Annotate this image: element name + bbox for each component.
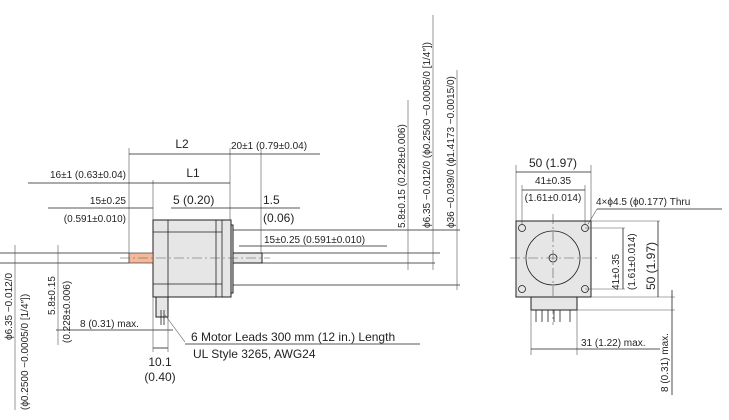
dim-shaft-rear-in: (ϕ0.2500 −0.0005/0 [1/4″]) xyxy=(20,294,31,410)
dim-15-rear-mm: 15±0.25 xyxy=(90,196,127,207)
dim-shaft-front: ϕ6.35 −0.012/0 (ϕ0.2500 −0.0005/0 [1/4″]… xyxy=(422,42,433,228)
front-view xyxy=(510,165,722,395)
dim-5: 5 (0.20) xyxy=(173,193,214,207)
dim-v-pitch-in: (1.61±0.014) xyxy=(627,233,638,290)
dim-hole-pitch-mm: 41±0.35 xyxy=(535,176,572,187)
dim-1-5-mm: 1.5 xyxy=(263,193,280,207)
dim-shaft-rear-mm: ϕ6.35 −0.012/0 xyxy=(4,273,15,340)
dim-15-front: 15±0.25 (0.591±0.010) xyxy=(264,235,365,246)
dim-hole-pitch-in: (1.61±0.014) xyxy=(525,193,582,204)
dim-height: 50 (1.97) xyxy=(644,242,658,290)
flange-square xyxy=(515,220,592,298)
dim-pilot: ϕ36 −0.039/0 (ϕ1.4173 −0.0015/0) xyxy=(446,76,457,228)
leads-note-line1: 6 Motor Leads 300 mm (12 in.) Length xyxy=(191,330,395,344)
dim-lead-width-mm: 10.1 xyxy=(148,355,172,369)
dim-width: 50 (1.97) xyxy=(529,156,577,170)
leads-note-line2: UL Style 3265, AWG24 xyxy=(193,347,316,361)
dim-flat-rear-mm: 5.8±0.15 xyxy=(47,276,58,315)
dim-lead-box: 8 (0.31) max. xyxy=(80,319,139,330)
motor-body xyxy=(152,219,232,298)
side-view xyxy=(0,15,460,410)
dim-L1: L1 xyxy=(186,166,200,180)
dim-1-5-in: (0.06) xyxy=(263,211,294,225)
dim-15-rear-in: (0.591±0.010) xyxy=(64,214,126,225)
dim-v-pitch-mm: 41±0.35 xyxy=(611,253,622,290)
lead-box xyxy=(155,296,169,318)
dim-flat-rear-in: (0.228±0.006) xyxy=(62,281,73,343)
connector xyxy=(530,296,578,311)
dim-16: 16±1 (0.63±0.04) xyxy=(50,170,126,181)
dim-connector: 31 (1.22) max. xyxy=(581,338,645,349)
dim-holes: 4×ϕ4.5 (ϕ0.177) Thru xyxy=(596,197,690,208)
dim-lead-width-in: (0.40) xyxy=(144,370,175,384)
dim-20: 20±1 (0.79±0.04) xyxy=(231,141,307,152)
dim-flat-front: 5.8±0.15 (0.228±0.006) xyxy=(397,124,408,228)
dim-L2: L2 xyxy=(175,137,189,151)
dim-pins: 8 (0.31) max. xyxy=(660,333,671,392)
